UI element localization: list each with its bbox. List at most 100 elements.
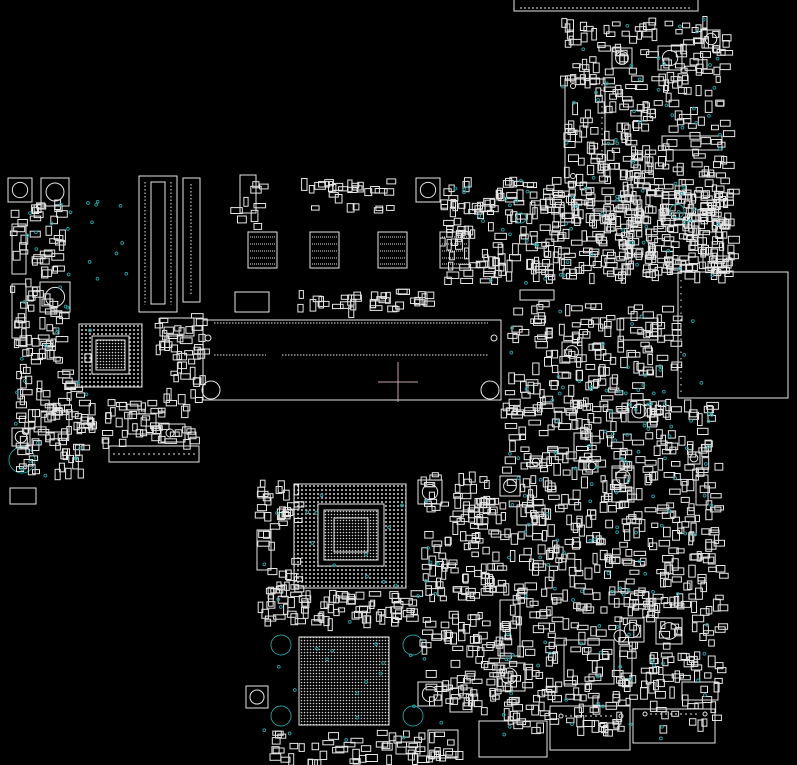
passive-component xyxy=(495,585,507,593)
via xyxy=(381,580,386,584)
via xyxy=(625,432,629,437)
passive-component xyxy=(662,555,674,563)
passive-component xyxy=(642,145,651,158)
passive-component xyxy=(537,312,546,320)
passive-component xyxy=(519,234,527,245)
via xyxy=(378,671,383,676)
memory-slot-connector xyxy=(201,319,502,401)
via xyxy=(673,181,678,186)
via xyxy=(596,701,600,706)
via xyxy=(640,188,645,193)
passive-component xyxy=(500,622,511,631)
via xyxy=(659,523,664,528)
passive-component xyxy=(567,669,574,678)
passive-component xyxy=(375,205,384,212)
passive-component xyxy=(423,300,435,307)
passive-component xyxy=(562,589,568,602)
passive-component xyxy=(629,619,637,631)
passive-component xyxy=(403,730,410,738)
integrated-circuit xyxy=(592,200,624,212)
passive-component xyxy=(508,434,521,441)
passive-component xyxy=(640,109,648,122)
passive-component xyxy=(443,219,455,226)
passive-component xyxy=(651,522,659,528)
passive-component xyxy=(370,291,379,301)
passive-component xyxy=(646,156,654,167)
passive-component xyxy=(447,739,455,746)
via xyxy=(43,473,48,478)
via xyxy=(332,563,337,568)
passive-component xyxy=(450,659,461,668)
passive-component xyxy=(711,266,718,275)
via xyxy=(644,224,649,229)
passive-component xyxy=(629,675,637,684)
passive-component xyxy=(695,68,702,76)
passive-component xyxy=(631,641,639,650)
integrated-circuit xyxy=(573,432,593,462)
passive-component xyxy=(10,285,16,293)
passive-component xyxy=(633,550,647,556)
passive-component xyxy=(697,213,709,221)
via xyxy=(601,341,605,346)
via xyxy=(676,210,681,214)
via xyxy=(618,586,623,591)
passive-component xyxy=(621,30,630,37)
test-point-ring xyxy=(165,428,175,438)
integrated-circuit xyxy=(127,413,157,435)
via xyxy=(477,214,482,218)
passive-component xyxy=(557,233,565,242)
passive-component xyxy=(492,257,500,267)
passive-component xyxy=(605,105,613,114)
passive-component xyxy=(585,213,594,224)
passive-component xyxy=(322,740,335,746)
passive-component xyxy=(565,451,577,460)
via xyxy=(561,385,565,390)
passive-component xyxy=(336,591,348,599)
passive-component xyxy=(129,400,142,407)
tactile-switch-dome xyxy=(615,469,631,485)
passive-component xyxy=(429,593,435,603)
via xyxy=(662,389,666,394)
center-crosshair-marker xyxy=(378,362,418,402)
passive-component xyxy=(456,229,466,236)
passive-component xyxy=(375,611,382,622)
passive-component xyxy=(644,206,657,214)
passive-component xyxy=(647,610,656,618)
passive-component xyxy=(655,707,667,713)
passive-component xyxy=(450,567,459,574)
passive-component xyxy=(561,372,572,379)
passive-component xyxy=(570,38,582,46)
passive-component xyxy=(701,528,711,535)
via xyxy=(628,677,633,681)
passive-component xyxy=(284,581,290,591)
passive-component xyxy=(728,251,735,261)
ic-pin1-ring xyxy=(515,212,527,224)
via xyxy=(548,651,552,656)
left-bga-package xyxy=(78,323,143,388)
via xyxy=(591,175,596,180)
passive-component xyxy=(497,579,507,586)
passive-component xyxy=(597,42,606,49)
passive-component xyxy=(650,401,657,413)
passive-component xyxy=(311,619,322,626)
passive-component xyxy=(391,616,399,627)
passive-component xyxy=(26,347,33,356)
passive-component xyxy=(455,239,463,250)
passive-component xyxy=(497,187,503,199)
passive-component xyxy=(347,596,356,605)
via xyxy=(510,653,515,657)
passive-component xyxy=(535,340,548,349)
tactile-switch-dome xyxy=(565,345,579,359)
passive-component xyxy=(590,127,599,135)
passive-component xyxy=(458,685,464,697)
passive-component xyxy=(691,661,699,667)
passive-component xyxy=(608,624,616,631)
passive-component xyxy=(237,215,247,224)
passive-component xyxy=(509,604,516,616)
passive-component xyxy=(631,75,644,83)
passive-component xyxy=(550,593,564,601)
passive-component xyxy=(671,361,683,368)
passive-component xyxy=(520,462,529,470)
passive-component xyxy=(690,553,703,561)
via xyxy=(646,402,651,407)
